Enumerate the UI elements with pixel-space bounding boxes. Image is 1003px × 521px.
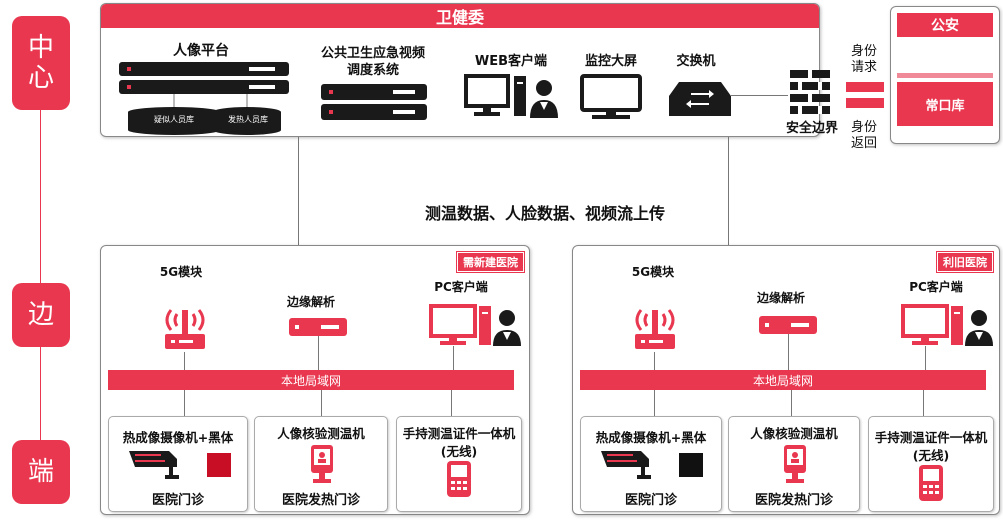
security-boundary-label: 安全边界	[785, 121, 838, 136]
edge-analysis-label: 边缘解析	[286, 295, 335, 309]
device-location: 医院门诊	[151, 493, 204, 508]
tier-label-center: 中心	[12, 16, 70, 110]
police-panel-title: 公安	[897, 13, 993, 37]
registry-label: 常口库	[897, 82, 993, 126]
police-panel: 公安 常口库	[890, 6, 1000, 144]
device-handheld-id-terminal: 手持测温证件一体机 (无线)	[868, 416, 994, 512]
edge-server-icon	[289, 318, 347, 336]
upload-note: 测温数据、人脸数据、视频流上传	[424, 204, 665, 223]
hospital-panel-existing: 利旧医院 5G模块 边缘解析 PC客户端 本地局域网 热成像摄像机+黑体	[572, 245, 1000, 515]
device-face-temp-terminal: 人像核验测温机 医院发热门诊	[728, 416, 860, 512]
registry-strip	[897, 73, 993, 78]
device-location: 医院发热门诊	[754, 493, 833, 508]
dispatch-system-label-1: 公共卫生应急视频	[320, 46, 425, 61]
device-subtitle: (无线)	[440, 444, 478, 459]
upload-link-right	[728, 137, 729, 245]
pc-client-label: PC客户端	[909, 280, 963, 294]
device-location: 医院发热门诊	[281, 493, 360, 508]
edge-analysis-label: 边缘解析	[756, 291, 805, 305]
device-location: 医院门诊	[624, 493, 677, 508]
hospital-panel-new: 需新建医院 5G模块 边缘解析 PC客户端 本地局域网 热成像摄像机+黑体	[100, 245, 530, 515]
lan-link	[923, 390, 924, 416]
tier-label-end: 端	[12, 440, 70, 504]
thermal-camera-icon	[601, 451, 703, 479]
handheld-device-icon	[447, 461, 471, 497]
identity-return-label-2: 返回	[850, 136, 877, 151]
firewall-icon	[790, 70, 830, 114]
network-switch-icon	[669, 82, 731, 116]
pc-workstation-icon	[901, 304, 993, 346]
device-subtitle: (无线)	[912, 448, 950, 463]
lan-link	[654, 352, 655, 370]
face-terminal-icon	[311, 445, 333, 483]
tier-connector	[40, 110, 41, 283]
device-face-temp-terminal: 人像核验测温机 医院发热门诊	[254, 416, 388, 512]
dispatch-system-label-2: 调度系统	[346, 63, 399, 78]
db-fever-label: 发热人员库	[228, 115, 268, 124]
identity-request-arrow	[846, 82, 884, 92]
device-title: 手持测温证件一体机	[402, 426, 516, 441]
identity-request-label-1: 身份	[850, 44, 877, 59]
portrait-platform-label: 人像平台	[173, 43, 229, 59]
lan-link	[451, 390, 452, 416]
wireless-router-icon	[635, 309, 675, 349]
device-title: 热成像摄像机+黑体	[122, 430, 234, 445]
web-client-workstation-icon	[464, 74, 558, 118]
hospital-tag: 利旧医院	[936, 251, 994, 273]
lan-link	[925, 346, 926, 370]
local-lan-bar: 本地局域网	[580, 370, 986, 390]
dispatch-server-icon	[321, 84, 427, 120]
lan-link	[788, 334, 789, 370]
device-title: 人像核验测温机	[277, 426, 365, 441]
local-lan-bar: 本地局域网	[108, 370, 514, 390]
device-thermal-camera: 热成像摄像机+黑体 医院门诊	[108, 416, 248, 512]
lan-link	[453, 346, 454, 370]
face-terminal-icon	[784, 445, 806, 483]
identity-return-arrow	[846, 98, 884, 108]
edge-server-icon	[759, 316, 817, 334]
lan-link	[654, 390, 655, 416]
tier-connector	[40, 347, 41, 440]
device-thermal-camera: 热成像摄像机+黑体 医院门诊	[580, 416, 722, 512]
device-title: 人像核验测温机	[750, 426, 838, 441]
lan-link	[791, 390, 792, 416]
thermal-camera-icon	[129, 451, 231, 479]
center-panel-title: 卫健委	[101, 4, 819, 28]
pc-workstation-icon	[429, 304, 521, 346]
device-title: 热成像摄像机+黑体	[595, 430, 707, 445]
wireless-router-icon	[165, 309, 205, 349]
switch-firewall-link	[730, 95, 788, 96]
tier-label-edge: 边	[12, 283, 70, 347]
upload-link-left	[298, 137, 299, 245]
server-rack-icon	[119, 62, 289, 135]
pc-client-label: PC客户端	[434, 280, 488, 294]
lan-link	[318, 336, 319, 370]
lan-link	[184, 352, 185, 370]
center-panel: 卫健委 人像平台 疑似人员库 发热人员库 公共卫生应急视频 调度系统 WEB客户…	[100, 3, 820, 137]
device-handheld-id-terminal: 手持测温证件一体机 (无线)	[396, 416, 522, 512]
module-5g-label: 5G模块	[631, 265, 675, 279]
handheld-device-icon	[919, 465, 943, 501]
identity-request-label-2: 请求	[850, 60, 877, 75]
monitor-screen-label: 监控大屏	[584, 54, 637, 69]
switch-label: 交换机	[676, 54, 716, 69]
db-suspect-label: 疑似人员库	[154, 115, 194, 124]
device-title: 手持测温证件一体机	[874, 430, 988, 445]
identity-return-label-1: 身份	[850, 120, 877, 135]
hospital-tag: 需新建医院	[456, 251, 525, 273]
monitor-screen-icon	[580, 74, 642, 119]
web-client-label: WEB客户端	[474, 54, 548, 69]
module-5g-label: 5G模块	[159, 265, 203, 279]
lan-link	[321, 390, 322, 416]
lan-link	[184, 390, 185, 416]
